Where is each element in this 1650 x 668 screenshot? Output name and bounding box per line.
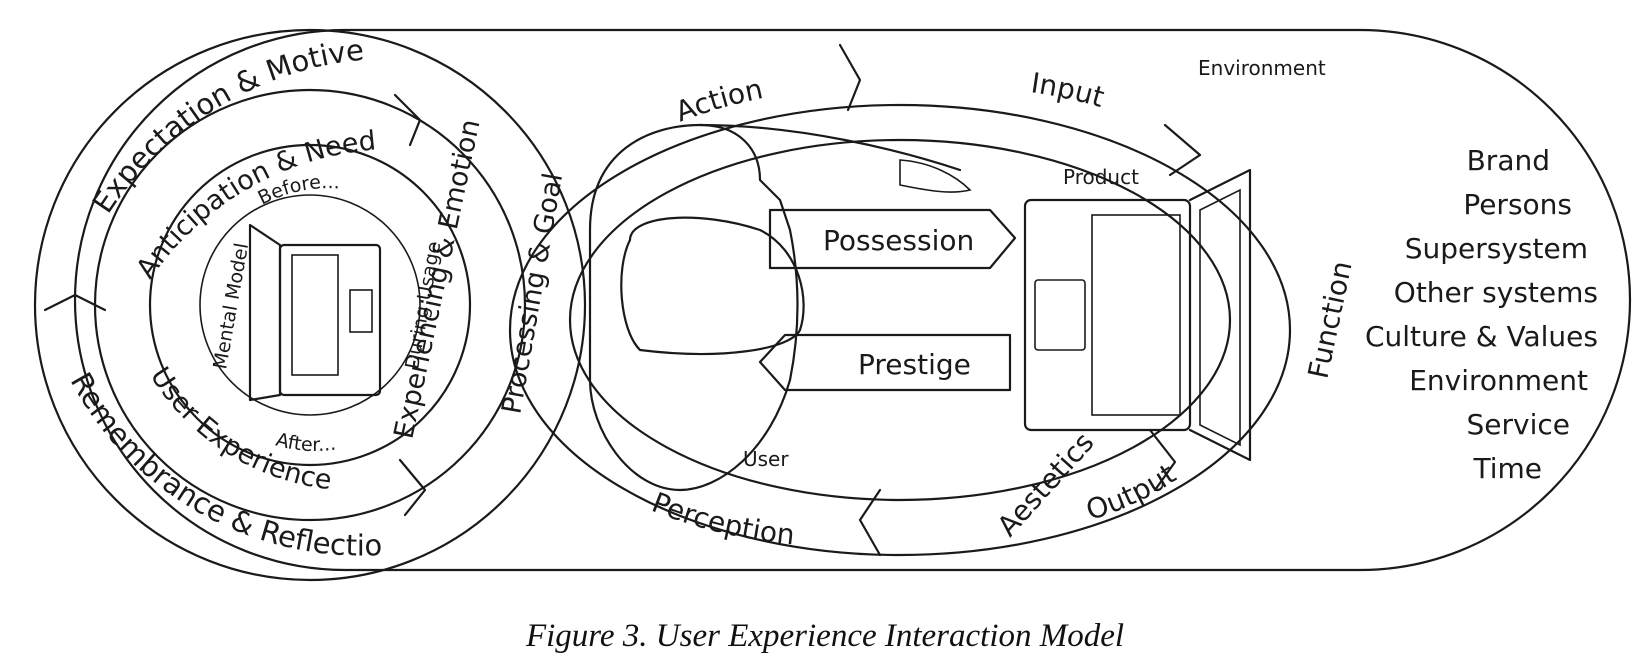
context-factors-list: Brand Persons Supersystem Other systems … xyxy=(1365,144,1598,485)
product-label: Product xyxy=(1063,165,1139,189)
prestige-label: Prestige xyxy=(858,348,971,381)
loop-chevron xyxy=(858,488,882,557)
context-factor: Supersystem xyxy=(1405,232,1588,265)
aestetics-label: Aestetics xyxy=(991,426,1101,543)
ring-separator xyxy=(398,458,427,517)
user-label: User xyxy=(743,447,789,471)
outer-frame xyxy=(73,28,1632,572)
ring-separator xyxy=(393,93,422,147)
prestige-arrow xyxy=(758,333,1012,392)
after-label: After... xyxy=(274,429,337,456)
output-label: Output xyxy=(1082,457,1182,527)
mental-model-label: Mental Model xyxy=(209,241,253,370)
context-factor: Environment xyxy=(1409,364,1588,397)
ring-4 xyxy=(199,194,421,416)
ring-3 xyxy=(148,143,472,467)
ring-separator xyxy=(43,293,107,312)
processing-goal-label: Processing & Goal xyxy=(496,171,569,417)
context-factor: Culture & Values xyxy=(1365,320,1598,353)
possession-label: Possession xyxy=(823,224,974,257)
figure-caption: Figure 3. User Experience Interaction Mo… xyxy=(525,618,1125,654)
context-factor: Brand xyxy=(1467,144,1550,177)
context-factor: Persons xyxy=(1463,188,1572,221)
interaction-loop-inner xyxy=(568,138,1232,502)
input-label: Input xyxy=(1029,66,1108,114)
action-label: Action xyxy=(671,72,766,128)
environment-label: Environment xyxy=(1198,56,1326,80)
loop-chevron xyxy=(1148,428,1177,492)
laptop-icon xyxy=(1023,168,1252,462)
experiencing-emotion-label: Experiencing & Emotion xyxy=(389,117,487,442)
context-factor: Service xyxy=(1467,408,1570,441)
user-figure xyxy=(588,123,972,492)
context-factor: Other systems xyxy=(1394,276,1598,309)
loop-chevron xyxy=(838,43,862,112)
interaction-loop-outer xyxy=(508,103,1292,557)
possession-arrow xyxy=(768,208,1017,270)
loop-chevron xyxy=(1163,123,1202,177)
perception-label: Perception xyxy=(647,486,796,552)
mental-model-laptop-icon xyxy=(248,223,382,402)
function-label: Function xyxy=(1302,258,1359,381)
context-factor: Time xyxy=(1472,452,1542,485)
ring-1 xyxy=(33,28,587,582)
